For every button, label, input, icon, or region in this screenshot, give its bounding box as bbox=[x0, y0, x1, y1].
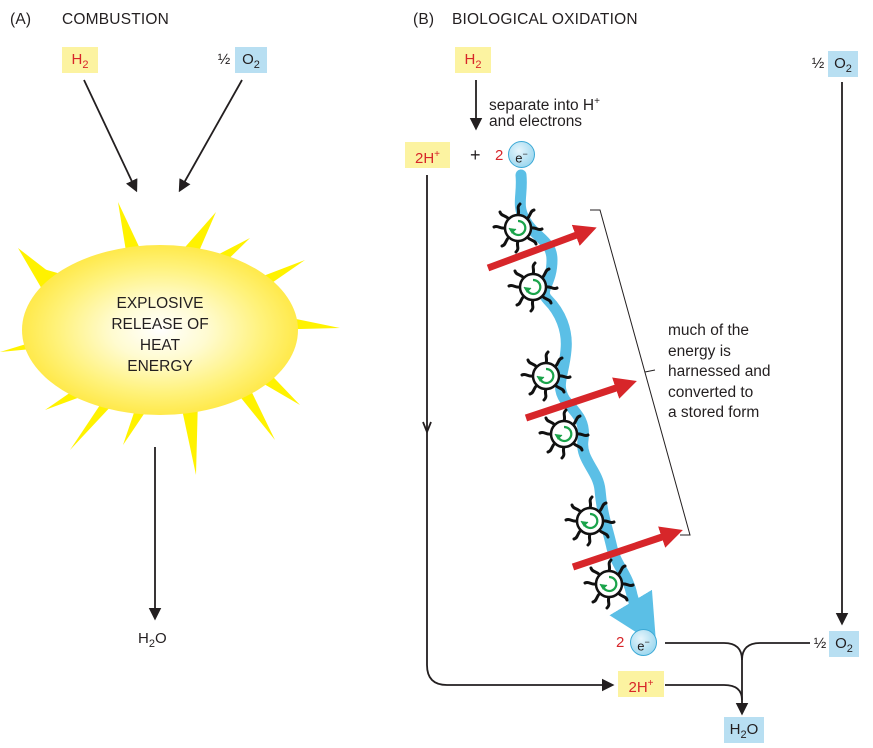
electron-carrier-icon bbox=[564, 495, 616, 547]
energy-note-line-2: energy is bbox=[668, 342, 731, 360]
panel-a-o2-box: O2 bbox=[235, 47, 267, 73]
o2-sub: 2 bbox=[845, 63, 852, 75]
burst-line-1: EXPLOSIVE bbox=[116, 295, 204, 312]
panel-b-o2-half: ½ bbox=[811, 55, 825, 72]
h2-base: H bbox=[464, 51, 476, 68]
o2-sub: 2 bbox=[253, 59, 260, 71]
burst-label: EXPLOSIVE RELEASE OF HEAT ENERGY bbox=[95, 293, 225, 377]
separate-line-2: and electrons bbox=[489, 113, 583, 130]
h2-sub: 2 bbox=[475, 59, 482, 71]
energy-note: much of the energy is harnessed and conv… bbox=[668, 321, 798, 424]
burst-line-4: ENERGY bbox=[127, 358, 193, 375]
electron-symbol: e bbox=[515, 150, 523, 166]
panel-a-h2-box: H2 bbox=[62, 47, 98, 73]
electron-sup: − bbox=[522, 149, 528, 159]
bottom-o2-half: ½ bbox=[813, 635, 827, 652]
bottom-o2-box: O2 bbox=[829, 631, 859, 657]
bottom-two-h-plus-box: 2H+ bbox=[618, 671, 664, 697]
panel-b-letter: (B) bbox=[413, 11, 435, 28]
two-h-base: 2H bbox=[628, 679, 648, 696]
water-o: O bbox=[746, 721, 759, 738]
separate-line-1: separate into H+ bbox=[489, 92, 600, 115]
electron-carrier-icon bbox=[583, 558, 635, 610]
two-h-plus-box: 2H+ bbox=[405, 142, 450, 168]
energy-note-line-5: a stored form bbox=[668, 404, 760, 421]
electron-carrier-icon bbox=[507, 261, 559, 313]
panel-b-water-box: H2O bbox=[724, 717, 764, 743]
water-o: O bbox=[154, 630, 167, 647]
panel-a-letter: (A) bbox=[10, 11, 32, 28]
separate-sup: + bbox=[594, 96, 600, 107]
energy-bracket bbox=[590, 209, 691, 536]
arrow-h2-to-burst bbox=[83, 79, 138, 193]
panel-a-water: H2O bbox=[138, 629, 167, 654]
energy-note-line-1: much of the bbox=[668, 322, 749, 339]
two-h-base: 2H bbox=[414, 150, 435, 167]
o2-base: O bbox=[834, 55, 846, 72]
two-h-sup: + bbox=[434, 149, 441, 160]
panel-b-o2-box: O2 bbox=[828, 51, 858, 77]
o2-sub: 2 bbox=[846, 643, 853, 655]
electron-count: 2 bbox=[495, 147, 504, 164]
panel-a-o2-half: ½ bbox=[217, 51, 231, 68]
burst-line-3: HEAT bbox=[139, 337, 181, 354]
h2-sub: 2 bbox=[82, 59, 89, 71]
burst-line-2: RELEASE OF bbox=[111, 316, 209, 333]
bottom-electron-icon: e− bbox=[630, 629, 657, 656]
panel-a-title: COMBUSTION bbox=[62, 11, 170, 28]
o2-base: O bbox=[835, 635, 847, 652]
h2-base: H bbox=[71, 51, 83, 68]
separate-text: separate into H bbox=[489, 97, 595, 115]
electron-carrier-icon bbox=[520, 350, 572, 402]
electron-symbol: e bbox=[637, 638, 645, 654]
electron-carrier-icon bbox=[538, 408, 590, 460]
water-sub: 2 bbox=[148, 638, 155, 650]
water-sub: 2 bbox=[740, 729, 747, 741]
bottom-electron-count: 2 bbox=[616, 634, 625, 651]
energy-note-line-3: harnessed and bbox=[668, 363, 771, 380]
electron-carrier-icon bbox=[492, 202, 544, 254]
o2-base: O bbox=[242, 51, 254, 68]
energy-arrow bbox=[524, 377, 637, 422]
electron-icon: e− bbox=[508, 141, 535, 168]
energy-arrow bbox=[571, 526, 683, 571]
plus-sign: + bbox=[470, 145, 481, 165]
explosion-burst bbox=[0, 202, 340, 475]
arrow-proton-path bbox=[426, 175, 615, 692]
energy-note-line-4: converted to bbox=[668, 383, 754, 401]
electron-sup: − bbox=[644, 637, 650, 647]
arrow-o2-to-burst bbox=[178, 79, 243, 193]
two-h-sup: + bbox=[647, 678, 654, 689]
panel-b-title: BIOLOGICAL OXIDATION bbox=[452, 11, 638, 28]
water-h: H bbox=[138, 630, 149, 647]
energy-arrow bbox=[486, 224, 597, 272]
water-h: H bbox=[729, 721, 741, 738]
panel-b-h2-box: H2 bbox=[455, 47, 491, 73]
arrow-proton-mid bbox=[422, 421, 432, 435]
